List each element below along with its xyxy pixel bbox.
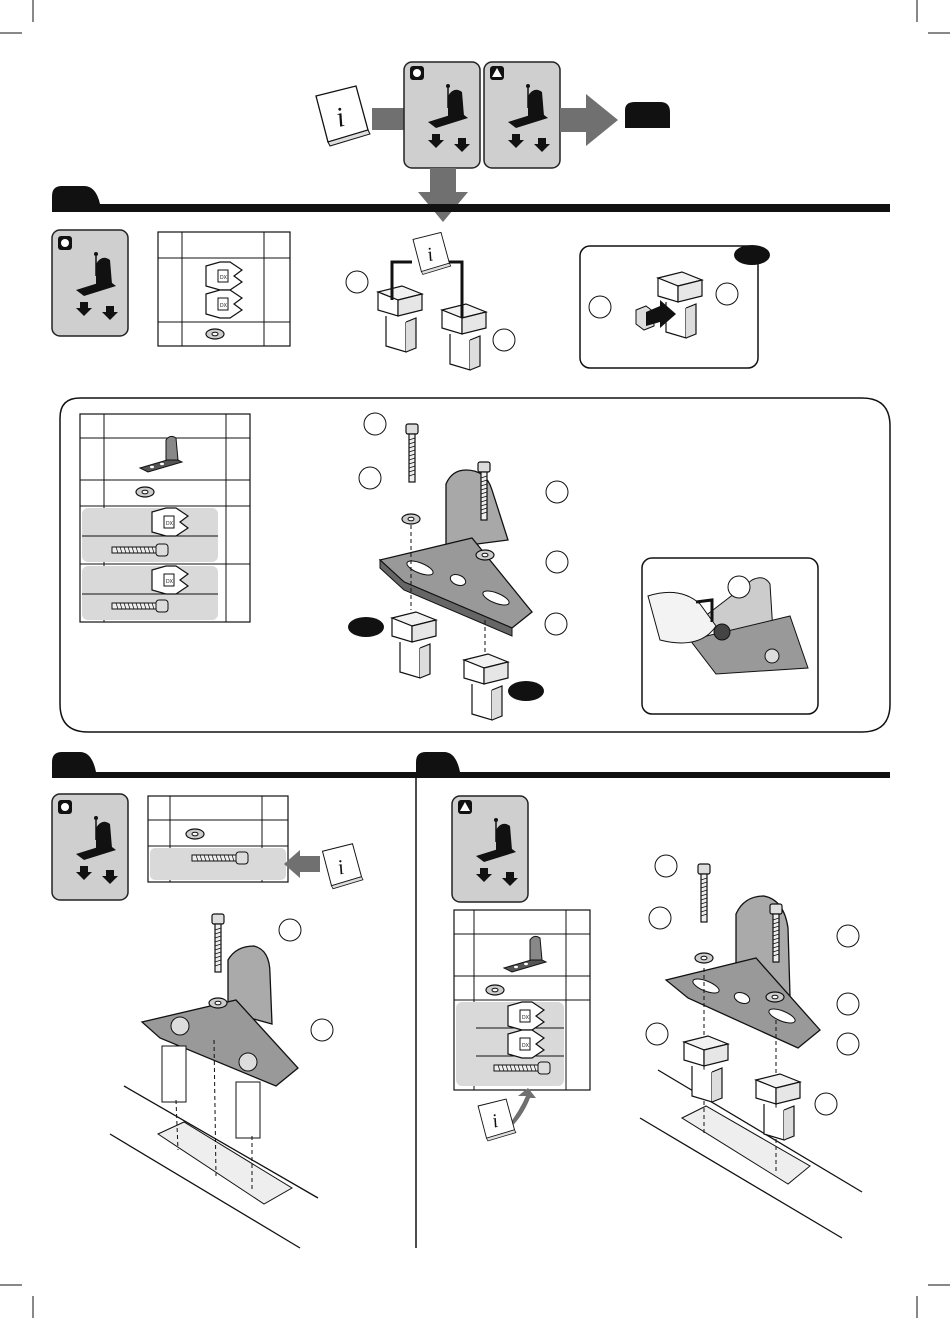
info-manual-icon bbox=[316, 86, 372, 148]
parts-table-middle bbox=[80, 414, 250, 622]
step-badge-icon bbox=[625, 102, 670, 128]
parts-table-bottom-left bbox=[148, 796, 288, 882]
parts-table-top bbox=[158, 232, 290, 346]
section-header-c bbox=[416, 752, 890, 778]
arrow-right-icon bbox=[560, 94, 618, 146]
nut-insert-panel bbox=[580, 246, 758, 368]
allen-key-detail bbox=[642, 558, 818, 714]
section-header-a bbox=[52, 186, 890, 212]
parts-table-bottom-right bbox=[454, 910, 590, 1090]
section-header-b bbox=[52, 752, 418, 778]
variant-circle-icon bbox=[404, 62, 480, 168]
variant-triangle-icon bbox=[484, 62, 560, 168]
